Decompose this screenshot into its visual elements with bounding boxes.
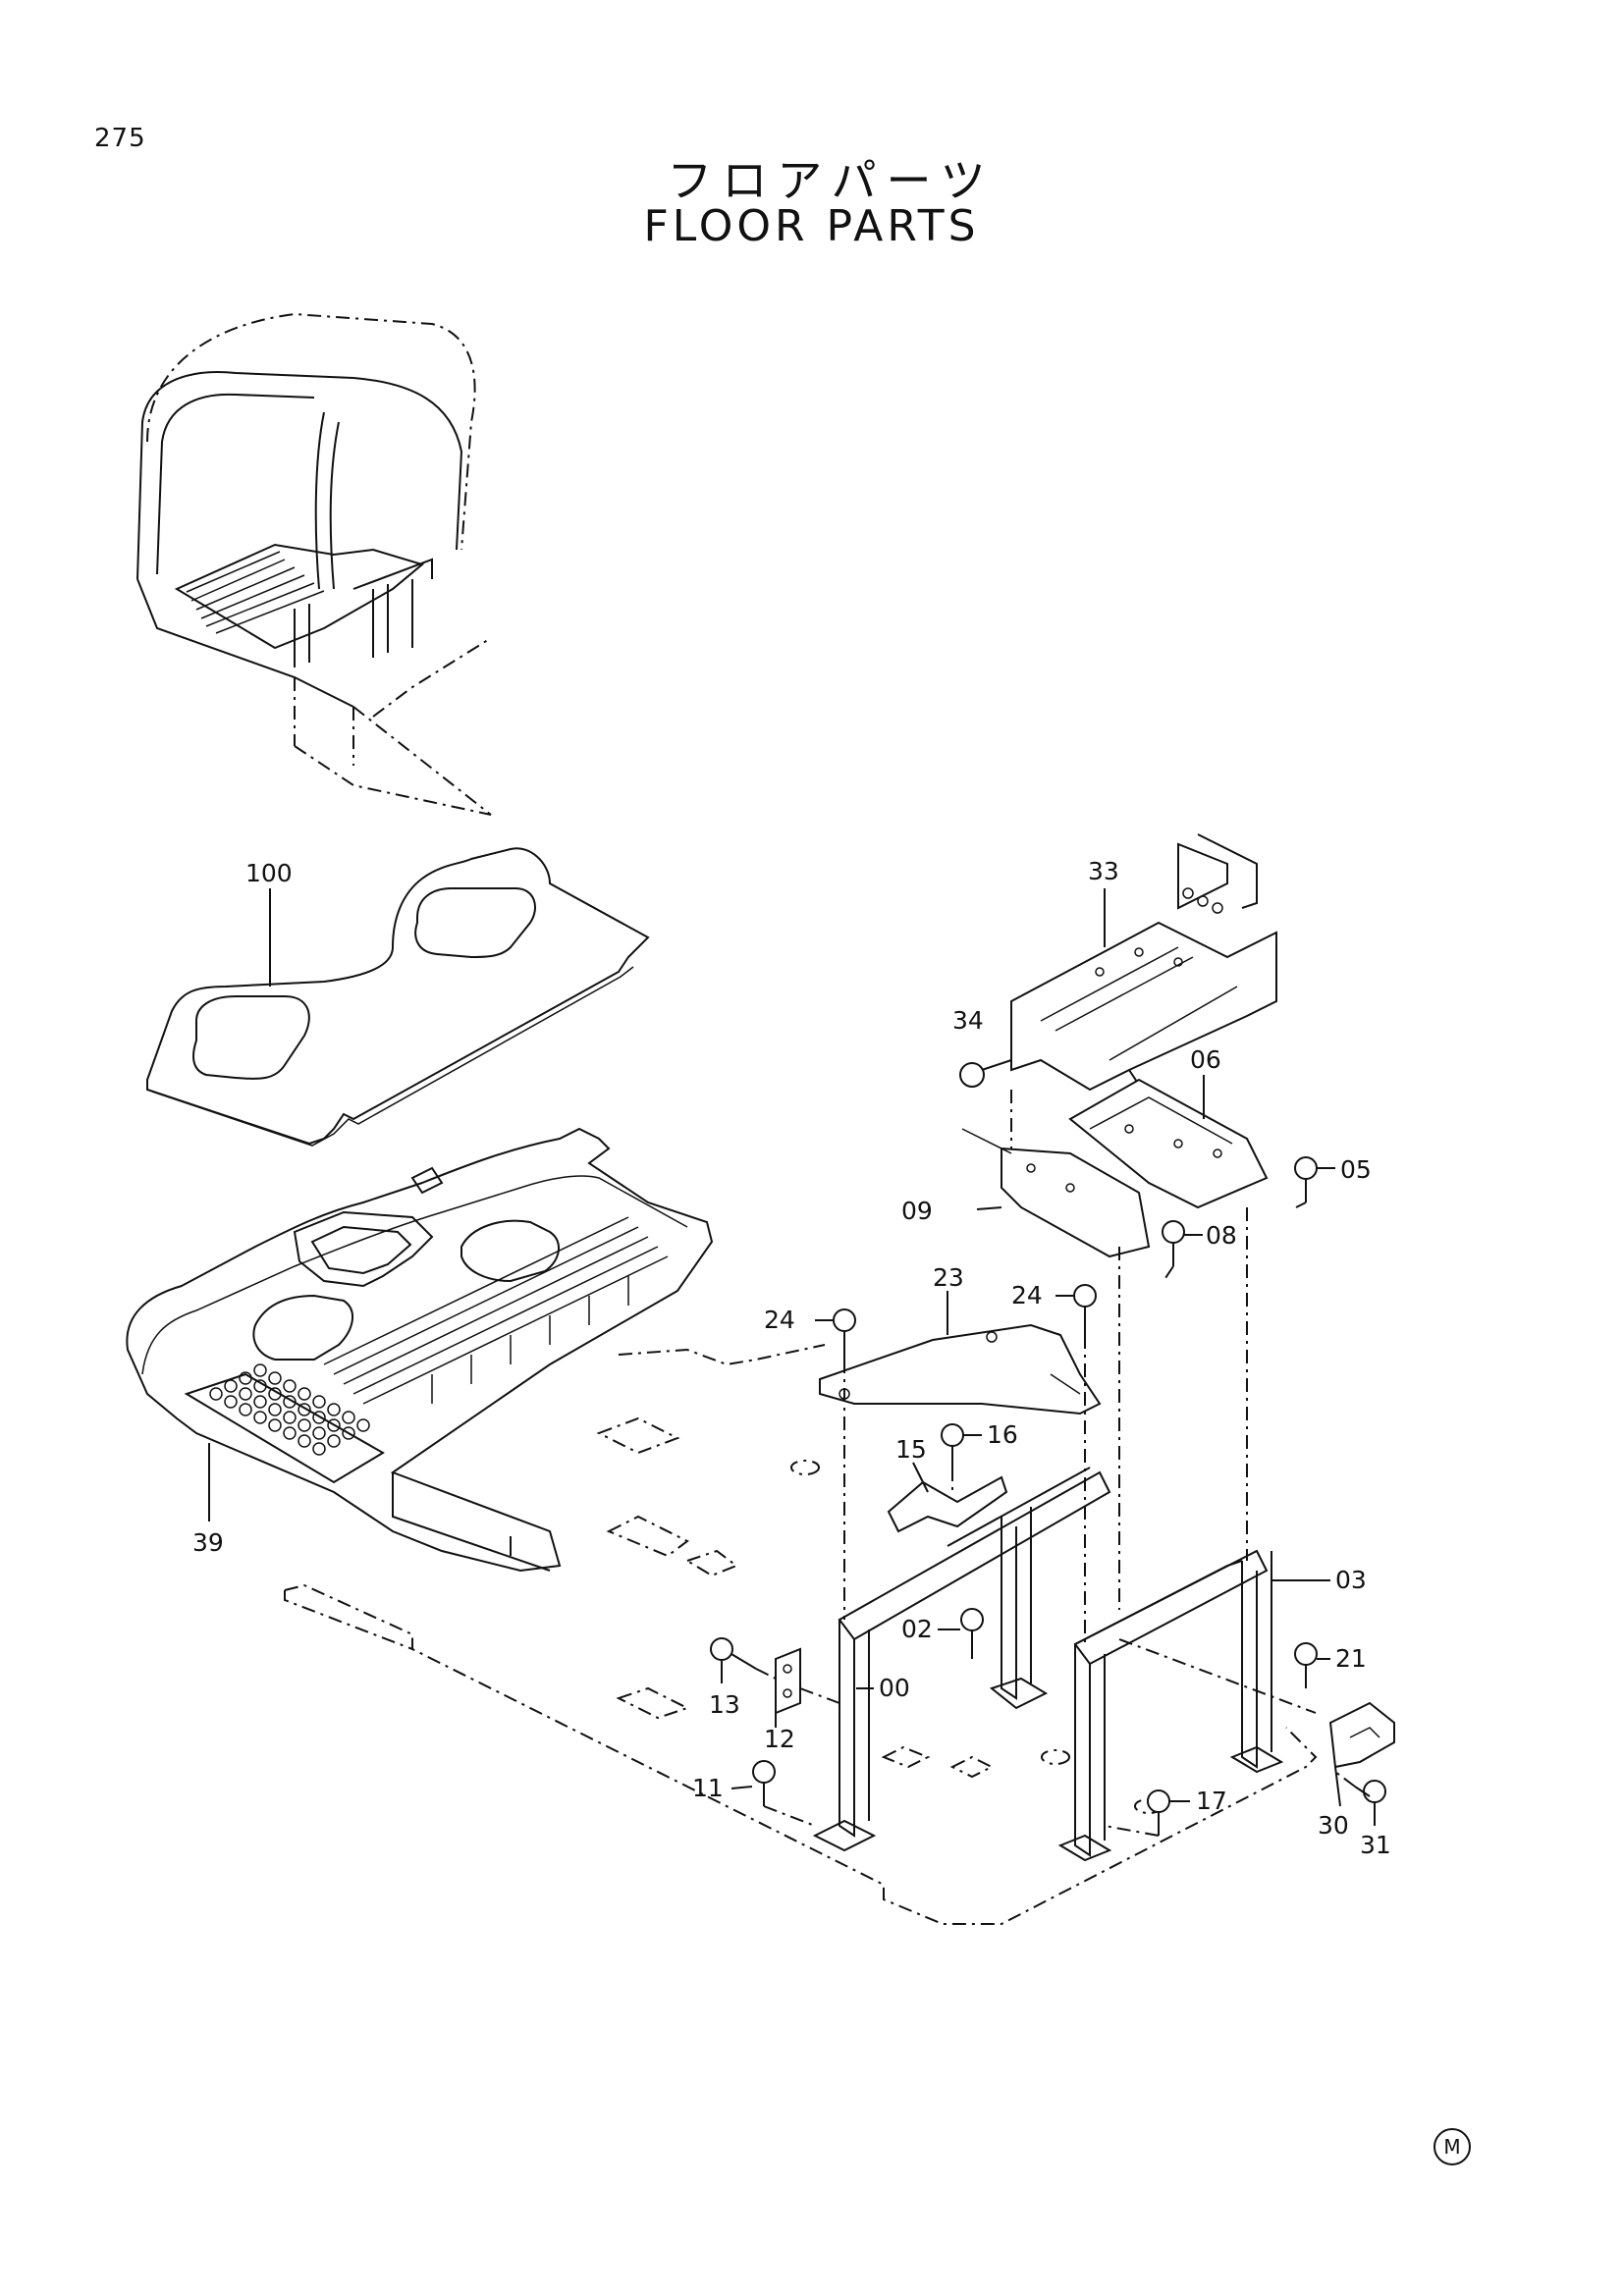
- bolt-icon-17: [1147, 1789, 1170, 1836]
- bolt-icons: [710, 1059, 1386, 1836]
- callout-24-right: 24: [1011, 1281, 1043, 1309]
- callout-17: 17: [1196, 1787, 1227, 1815]
- seat-stand-frame: [812, 1467, 1284, 1862]
- seat-slide-bracket: [961, 1078, 1269, 1258]
- callout-15: 15: [895, 1435, 927, 1464]
- callout-33: 33: [1088, 857, 1119, 885]
- bolt-icon-05: [1294, 1156, 1318, 1202]
- callout-09: 09: [901, 1197, 933, 1225]
- callout-02: 02: [901, 1615, 933, 1643]
- page-title: FLOOR PARTS: [643, 201, 980, 251]
- bolt-icon-16: [941, 1423, 964, 1468]
- callout-00: 00: [879, 1674, 910, 1702]
- floor-plate: [126, 1127, 714, 1573]
- callout-23: 23: [933, 1263, 964, 1292]
- page-title-japanese: フロアパーツ: [667, 154, 996, 207]
- callout-34: 34: [952, 1006, 984, 1035]
- bolt-icon-31: [1354, 1780, 1386, 1803]
- callout-12: 12: [764, 1725, 795, 1753]
- bolt-icon-08: [1162, 1220, 1185, 1266]
- cab-overview-illustration: [136, 312, 492, 816]
- callout-100: 100: [245, 859, 293, 887]
- page-number: 275: [94, 124, 146, 153]
- assembly-guide-lines: [755, 1069, 1356, 1837]
- floor-base-outline: [284, 1344, 1318, 1925]
- callout-16: 16: [987, 1420, 1018, 1449]
- bolt-icon-34: [959, 1059, 1012, 1088]
- bolt-icon-02: [960, 1608, 984, 1659]
- bolt-icon-11: [752, 1760, 776, 1806]
- callout-31: 31: [1360, 1831, 1391, 1859]
- bolt-icon-24-left: [833, 1308, 856, 1360]
- bolt-icon-24-right: [1073, 1284, 1097, 1335]
- callout-06: 06: [1190, 1045, 1221, 1074]
- bolt-icon-13: [710, 1637, 757, 1670]
- seat-mount-bracket: [1010, 833, 1277, 1092]
- small-brackets: [775, 1475, 1395, 1769]
- floor-mat: [146, 847, 650, 1147]
- callout-08: 08: [1206, 1221, 1237, 1250]
- bolt-icon-21: [1294, 1642, 1318, 1688]
- callout-24-left: 24: [764, 1306, 795, 1334]
- manufacturer-mark: M: [1434, 2128, 1471, 2165]
- callout-13: 13: [709, 1690, 740, 1719]
- leader-lines: [208, 888, 1376, 1826]
- callout-11: 11: [692, 1774, 724, 1802]
- callout-labels: 100 33 34 06 05 09 08 23 24 24 16 15 03 …: [192, 857, 1391, 1859]
- callout-30: 30: [1318, 1811, 1349, 1840]
- callout-05: 05: [1340, 1155, 1372, 1184]
- callout-21: 21: [1335, 1644, 1367, 1673]
- callout-39: 39: [192, 1528, 224, 1557]
- support-plate: [819, 1323, 1102, 1415]
- callout-03: 03: [1335, 1566, 1367, 1594]
